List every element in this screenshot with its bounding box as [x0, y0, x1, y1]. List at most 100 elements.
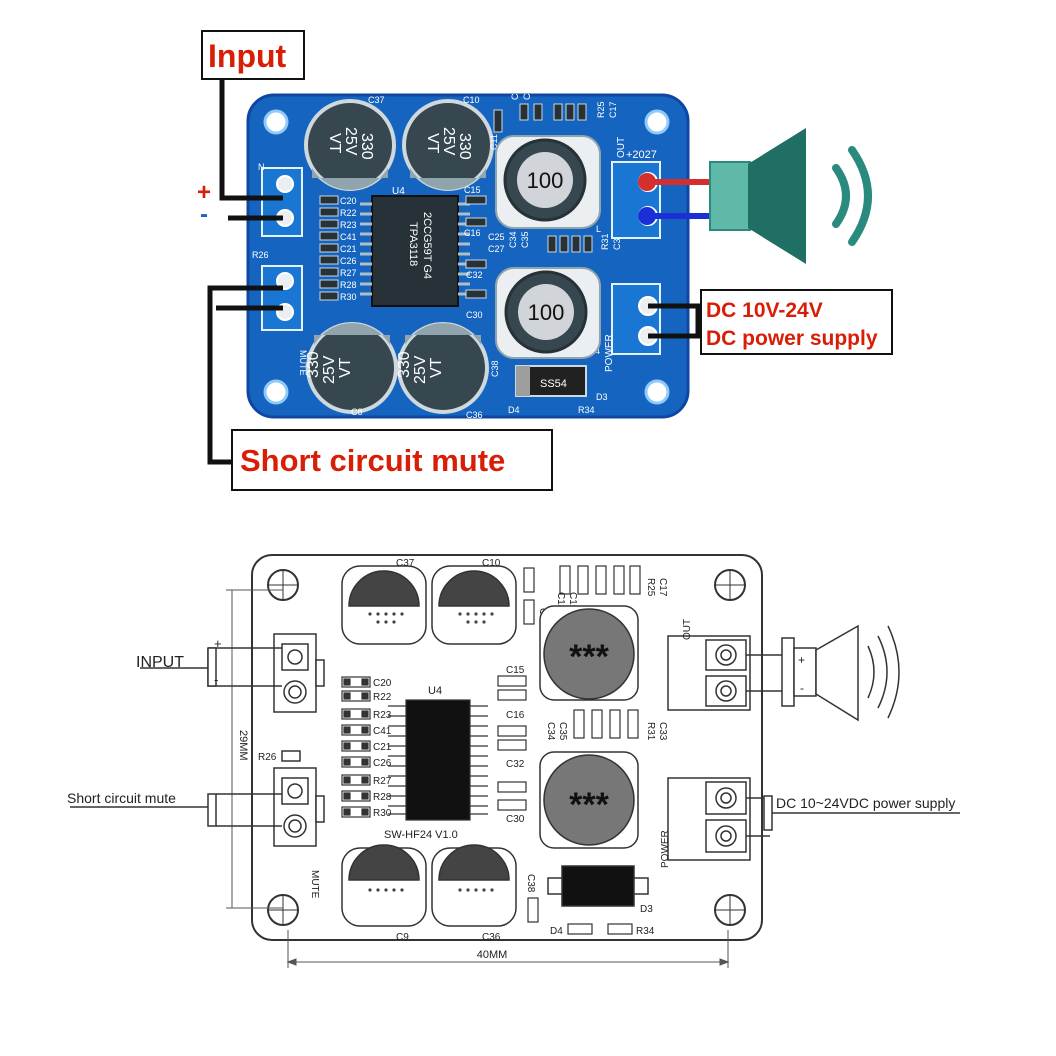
svg-text:R26: R26 [258, 752, 277, 763]
drawing-input-wiring [140, 647, 282, 687]
svg-text:C9: C9 [396, 932, 409, 943]
drawing-output-terminal [667, 635, 751, 711]
svg-text:R25: R25 [596, 101, 606, 118]
svg-text:C8: C8 [351, 407, 363, 417]
svg-text:R28: R28 [340, 280, 357, 290]
svg-text:VT: VT [428, 357, 445, 378]
capacitor-c10: 330 25V VT [402, 99, 494, 191]
smd-resistor-array [319, 195, 339, 301]
svg-text:C35: C35 [520, 231, 530, 248]
svg-text:R22: R22 [373, 692, 392, 703]
mute-callout: Short circuit mute [207, 285, 553, 491]
svg-text:C11: C11 [489, 134, 499, 150]
svg-text:R30: R30 [340, 292, 357, 302]
power-callout: DC 10V-24V DC power supply [648, 289, 893, 355]
drawing-out-text: OUT [682, 619, 693, 640]
svg-text:SS54: SS54 [540, 378, 567, 390]
svg-text:VT: VT [424, 133, 441, 154]
svg-text:C15: C15 [506, 665, 525, 676]
svg-text:330: 330 [396, 351, 413, 378]
svg-text:C33: C33 [657, 722, 668, 741]
diode-d3: SS54 [515, 365, 587, 397]
svg-text:R31: R31 [645, 722, 656, 741]
svg-text:C37: C37 [368, 95, 385, 105]
drawing-mute-wiring [70, 793, 282, 827]
drawing-mute-label: Short circuit mute [67, 790, 176, 806]
svg-text:-: - [800, 681, 804, 695]
drawing-power-label: DC 10~24VDC power supply [776, 795, 955, 811]
input-callout: Input + - [197, 30, 305, 228]
pcb-2027-label: +2027 [626, 149, 657, 161]
svg-text:C17: C17 [657, 578, 668, 597]
svg-text:C26: C26 [373, 758, 392, 769]
svg-text:C36: C36 [482, 932, 501, 943]
svg-text:C18: C18 [555, 592, 566, 611]
svg-text:-: - [214, 672, 218, 687]
svg-text:L: L [596, 224, 601, 234]
drawing-capacitors [341, 565, 517, 927]
svg-text:C16: C16 [464, 228, 481, 238]
svg-text:C34: C34 [545, 722, 556, 741]
dimension-lines [226, 589, 730, 968]
drawing-mute-terminal [273, 767, 325, 847]
svg-text:C37: C37 [396, 558, 415, 569]
svg-text:VT: VT [337, 357, 354, 378]
mute-label: Short circuit mute [240, 443, 505, 478]
drawing-diode [547, 865, 649, 907]
input-minus: - [200, 201, 208, 228]
svg-text:C15: C15 [464, 185, 481, 195]
svg-text:25V: 25V [440, 127, 457, 156]
svg-text:330: 330 [456, 133, 473, 160]
svg-text:C38: C38 [525, 874, 536, 893]
drawing-inductors [539, 605, 639, 849]
svg-text:C10: C10 [463, 95, 480, 105]
height-dimension: 29MM [237, 730, 249, 761]
svg-text:C10: C10 [482, 558, 501, 569]
svg-text:R34: R34 [636, 926, 655, 937]
svg-text:R22: R22 [340, 208, 357, 218]
capacitor-c36: 330 25V VT [396, 322, 489, 414]
svg-text:TPA3118: TPA3118 [407, 222, 419, 266]
inductor-value-bottom: 100 [528, 300, 565, 325]
svg-text:C33: C33 [612, 233, 622, 250]
drawing-power-text: POWER [660, 830, 671, 868]
svg-text:R28: R28 [373, 792, 392, 803]
svg-text:C20: C20 [373, 678, 392, 689]
svg-text:R23: R23 [340, 220, 357, 230]
capacitor-c37: 330 25V VT [304, 99, 396, 191]
svg-text:C27: C27 [488, 244, 505, 254]
svg-text:U4: U4 [428, 685, 442, 697]
svg-text:C21: C21 [340, 244, 357, 254]
drawing-speaker-wiring [746, 624, 900, 722]
svg-text:C32: C32 [506, 759, 525, 770]
pcb-power-label: POWER [604, 334, 615, 372]
amplifier-board-photo: N MUTE R26 330 25V VT 330 25V VT 330 25V… [246, 83, 690, 420]
svg-text:+: + [798, 653, 805, 667]
pcb-mute-label: MUTE [298, 350, 308, 376]
svg-text:C35: C35 [557, 722, 568, 741]
svg-text:D3: D3 [596, 392, 608, 402]
inductor-value-top: 100 [527, 168, 564, 193]
svg-text:VT: VT [326, 133, 343, 154]
drawing-power-wiring [746, 795, 960, 837]
svg-text:R23: R23 [373, 710, 392, 721]
svg-text:C30: C30 [466, 310, 483, 320]
svg-text:C41: C41 [373, 726, 392, 737]
mount-hole [644, 109, 670, 135]
drawing-inductor-mark-top: *** [569, 638, 609, 676]
drawing-power-terminal [667, 777, 751, 861]
drawing-input-label: INPUT [136, 654, 184, 671]
svg-text:2CCG59T G4: 2CCG59T G4 [421, 212, 433, 279]
svg-text:25V: 25V [342, 127, 359, 156]
speaker-icon [709, 128, 872, 264]
power-label-2: DC power supply [706, 327, 878, 350]
svg-text:25V: 25V [412, 355, 429, 384]
svg-text:C18: C18 [510, 83, 520, 100]
svg-text:C25: C25 [488, 232, 505, 242]
svg-text:C38: C38 [490, 360, 500, 377]
svg-text:D4: D4 [508, 405, 520, 415]
svg-text:C41: C41 [340, 232, 357, 242]
mount-hole [263, 379, 289, 405]
svg-text:C36: C36 [466, 410, 483, 420]
